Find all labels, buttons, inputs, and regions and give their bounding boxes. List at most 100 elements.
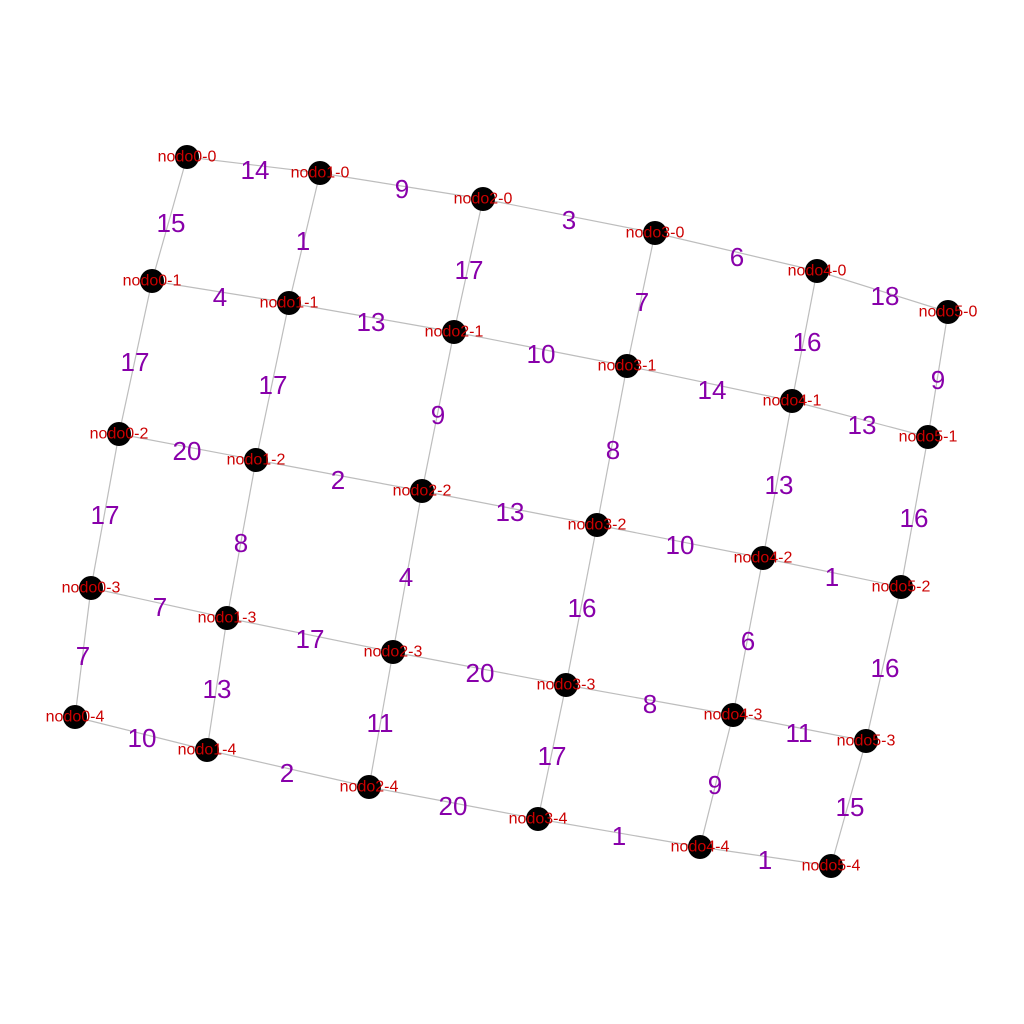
node-5-4 <box>819 854 843 878</box>
node-label: nodo0-0 <box>158 149 217 166</box>
node-0-4 <box>63 705 87 729</box>
node-2-4 <box>357 775 381 799</box>
node-label: nodo2-0 <box>454 191 513 208</box>
edge-2-1-to-2-2 <box>421 331 455 492</box>
node-label: nodo5-4 <box>802 858 861 875</box>
node-label: nodo1-0 <box>291 165 350 182</box>
node-4-4 <box>688 835 712 859</box>
node-label: nodo3-3 <box>537 677 596 694</box>
edge-1-1-to-1-2 <box>255 302 290 461</box>
edge-weight-label: 14 <box>241 155 270 185</box>
node-label: nodo4-1 <box>763 393 822 410</box>
edge-2-3-to-3-3 <box>392 651 567 686</box>
node-layer <box>63 145 960 878</box>
node-label: nodo1-3 <box>198 610 257 627</box>
node-3-4 <box>526 807 550 831</box>
node-5-3 <box>854 729 878 753</box>
node-label-layer: nodo0-0nodo1-0nodo2-0nodo3-0nodo4-0nodo5… <box>46 149 978 875</box>
edge-2-2-to-3-2 <box>421 490 598 526</box>
node-1-3 <box>215 606 239 630</box>
edge-weight-label: 4 <box>399 562 413 592</box>
edge-weight-label: 10 <box>666 530 695 560</box>
edge-weight-label: 1 <box>825 562 839 592</box>
node-label: nodo4-4 <box>671 839 730 856</box>
edge-1-2-to-1-3 <box>226 459 257 619</box>
edge-3-3-to-4-3 <box>565 684 734 716</box>
node-label: nodo0-2 <box>90 426 149 443</box>
edge-3-0-to-3-1 <box>626 232 656 367</box>
edge-weight-label: 17 <box>91 500 120 530</box>
edge-0-1-to-0-2 <box>118 280 153 435</box>
edge-weight-label: 1 <box>612 821 626 851</box>
edge-3-4-to-4-4 <box>537 818 701 848</box>
node-3-2 <box>585 513 609 537</box>
node-label: nodo2-1 <box>425 324 484 341</box>
edge-weight-label: 17 <box>121 347 150 377</box>
edge-4-2-to-4-3 <box>732 557 764 716</box>
edge-3-2-to-4-2 <box>596 524 764 559</box>
edge-1-3-to-1-4 <box>206 617 228 751</box>
node-label: nodo3-1 <box>598 358 657 375</box>
edge-1-0-to-1-1 <box>288 172 321 304</box>
node-2-2 <box>410 479 434 503</box>
node-label: nodo3-4 <box>509 811 568 828</box>
edge-4-0-to-4-1 <box>791 270 818 402</box>
edge-weight-label: 11 <box>786 718 813 748</box>
edge-weight-label: 1 <box>758 845 772 875</box>
edge-weight-label: 17 <box>538 741 567 771</box>
edge-weight-label: 4 <box>213 282 227 312</box>
edge-weight-label: 1 <box>296 226 310 256</box>
node-label: nodo4-3 <box>704 707 763 724</box>
node-label: nodo0-4 <box>46 709 105 726</box>
edge-weight-label: 16 <box>871 653 900 683</box>
node-label: nodo5-0 <box>919 304 978 321</box>
edge-weight-label: 20 <box>466 658 495 688</box>
node-label: nodo5-2 <box>872 579 931 596</box>
edge-weight-label: 3 <box>562 205 576 235</box>
edge-4-1-to-5-1 <box>791 400 929 438</box>
edge-weight-label: 7 <box>76 641 90 671</box>
edge-weight-label: 14 <box>698 375 727 405</box>
node-2-3 <box>381 640 405 664</box>
node-0-3 <box>79 576 103 600</box>
edge-weight-label: 9 <box>395 174 409 204</box>
node-0-0 <box>175 145 199 169</box>
edge-0-0-to-1-0 <box>186 156 321 174</box>
edge-0-1-to-1-1 <box>151 280 290 304</box>
node-5-2 <box>889 575 913 599</box>
edge-4-4-to-5-4 <box>699 846 832 867</box>
edge-weight-label: 9 <box>431 400 445 430</box>
edge-weight-label: 17 <box>259 370 288 400</box>
node-label: nodo3-2 <box>568 517 627 534</box>
edge-weight-label: 20 <box>173 436 202 466</box>
edge-4-1-to-4-2 <box>762 400 793 559</box>
edge-weight-label: 2 <box>280 758 294 788</box>
edge-weight-label: 7 <box>635 287 649 317</box>
edge-weight-label: 13 <box>203 674 232 704</box>
node-0-2 <box>107 422 131 446</box>
node-2-0 <box>471 187 495 211</box>
edge-weight-label: 16 <box>793 327 822 357</box>
edge-weight-label: 8 <box>606 435 620 465</box>
node-label: nodo5-3 <box>837 733 896 750</box>
edge-weight-label: 8 <box>643 689 657 719</box>
edge-weight-label: 18 <box>871 281 900 311</box>
edge-weight-label: 16 <box>900 503 929 533</box>
edge-weight-label: 16 <box>568 593 597 623</box>
node-0-1 <box>140 269 164 293</box>
node-5-0 <box>936 300 960 324</box>
edge-5-0-to-5-1 <box>927 311 949 438</box>
node-3-3 <box>554 673 578 697</box>
edge-2-2-to-2-3 <box>392 490 423 653</box>
edge-4-0-to-5-0 <box>816 270 949 313</box>
edge-0-4-to-1-4 <box>74 716 208 751</box>
edge-weight-label: 17 <box>455 255 484 285</box>
edge-0-0-to-0-1 <box>151 156 188 282</box>
edge-3-3-to-3-4 <box>537 684 567 820</box>
edge-0-3-to-1-3 <box>90 587 228 619</box>
node-label: nodo3-0 <box>626 225 685 242</box>
edge-weight-label: 11 <box>367 708 394 738</box>
edge-weight-label: 6 <box>741 626 755 656</box>
edge-3-1-to-3-2 <box>596 365 628 526</box>
